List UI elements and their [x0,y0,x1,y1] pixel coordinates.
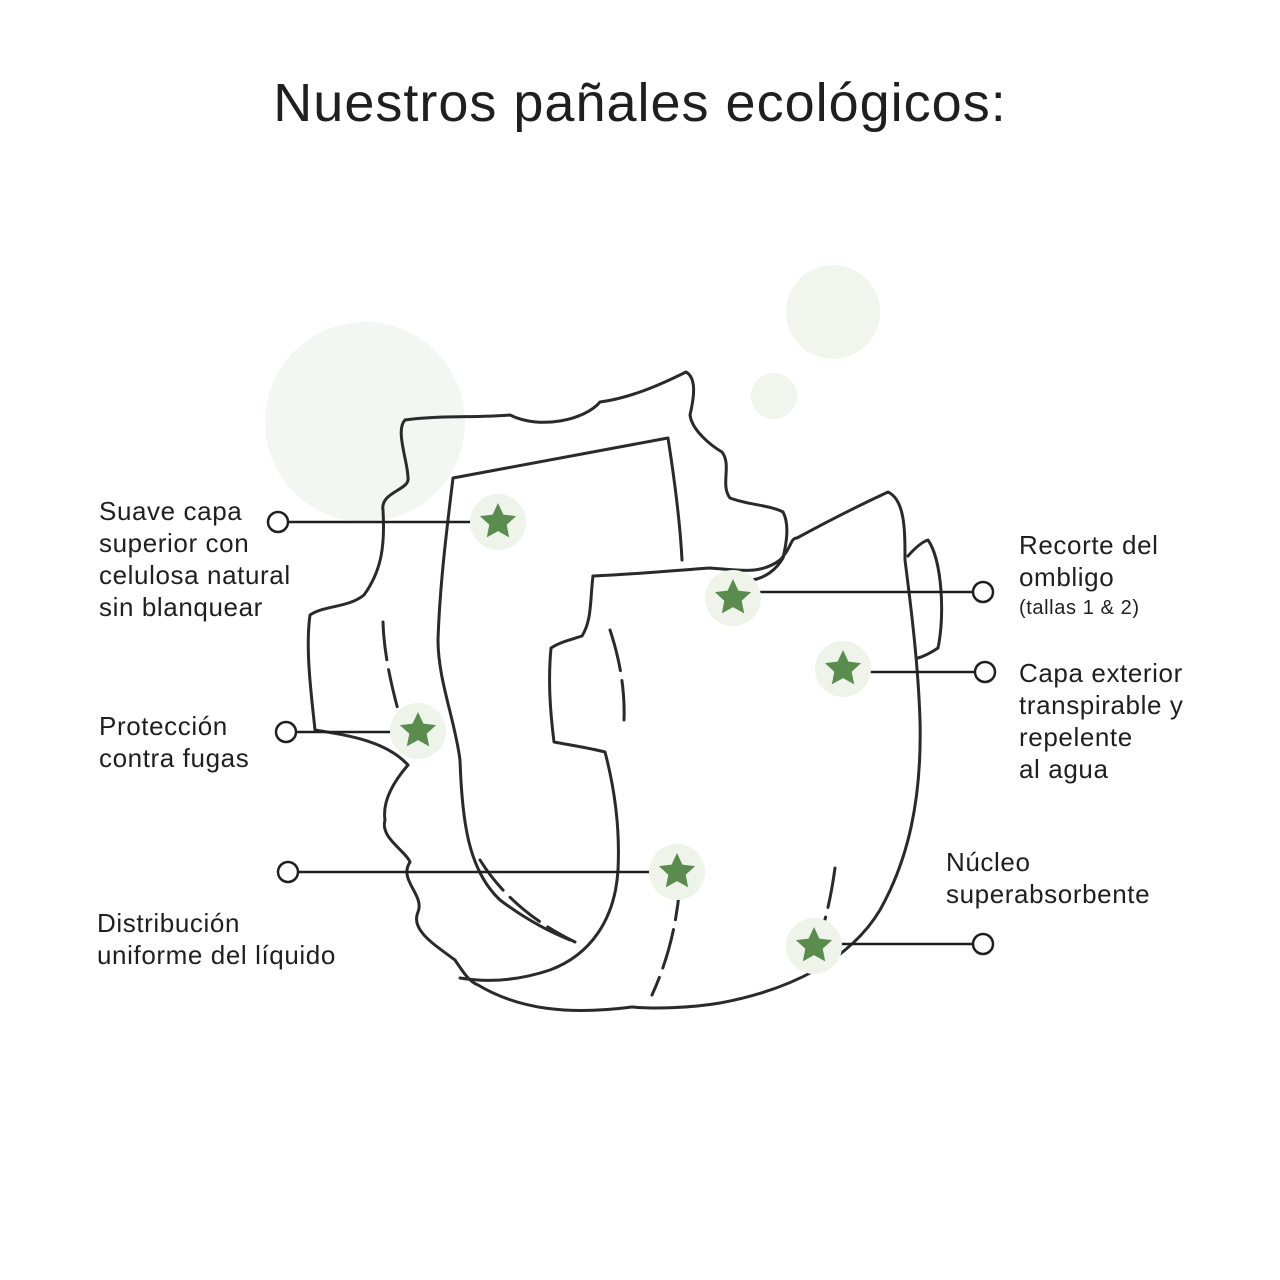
connector-dot-icon [971,932,995,956]
label-line: Recorte del [1019,530,1159,560]
connector-dot-icon [266,510,290,534]
label-line: ombligo [1019,562,1115,592]
label-core: Núcleo superabsorbente [946,846,1150,910]
star-marker-distribution [649,844,705,900]
back-diaper-left-edge [306,418,480,987]
connector-dot-icon [274,720,298,744]
label-line: Capa exterior [1019,658,1183,688]
label-line: transpirable y [1019,690,1184,720]
label-line: sin blanquear [99,592,263,622]
label-line: contra fugas [99,743,250,773]
label-distribution: Distribución uniforme del líquido [97,907,336,971]
connector-dot-icon [276,860,300,884]
back-diaper-outline [403,370,789,582]
decor-bubble-medium [786,265,880,359]
label-line: Protección [99,711,228,741]
front-diaper-outline [591,490,922,1010]
label-line: superabsorbente [946,879,1151,909]
label-line: repelente [1019,722,1133,752]
label-leak: Protección contra fugas [99,710,249,774]
star-marker-core [786,918,842,974]
label-line: Suave capa [99,496,243,526]
decor-bubble-small [751,373,797,419]
label-note: (tallas 1 & 2) [1019,597,1140,619]
star-marker-navel [705,570,761,626]
top-sheet-panel [436,436,684,942]
front-diaper-bottom [476,983,634,1012]
label-top-sheet: Suave capa superior con celulosa natural… [99,495,291,623]
label-line: uniforme del líquido [97,940,336,970]
connector-dot-icon [971,580,995,604]
label-outer: Capa exterior transpirable y repelente a… [1019,657,1183,785]
decor-bubble-large [265,322,465,522]
star-marker-leak [390,703,446,759]
label-line: celulosa natural [99,560,291,590]
label-navel: Recorte del ombligo (tallas 1 & 2) [1019,529,1159,623]
page-title: Nuestros pañales ecológicos: [273,73,1007,133]
label-line: al agua [1019,754,1109,784]
star-marker-top-sheet [470,494,526,550]
label-line: Núcleo [946,847,1031,877]
front-diaper-wing [906,538,944,660]
connector-dot-icon [973,660,997,684]
front-diaper-left-tab [458,574,620,982]
star-marker-outer [815,641,871,697]
label-line: superior con [99,528,250,558]
label-line: Distribución [97,908,241,938]
front-diaper-dash-left [608,628,626,722]
